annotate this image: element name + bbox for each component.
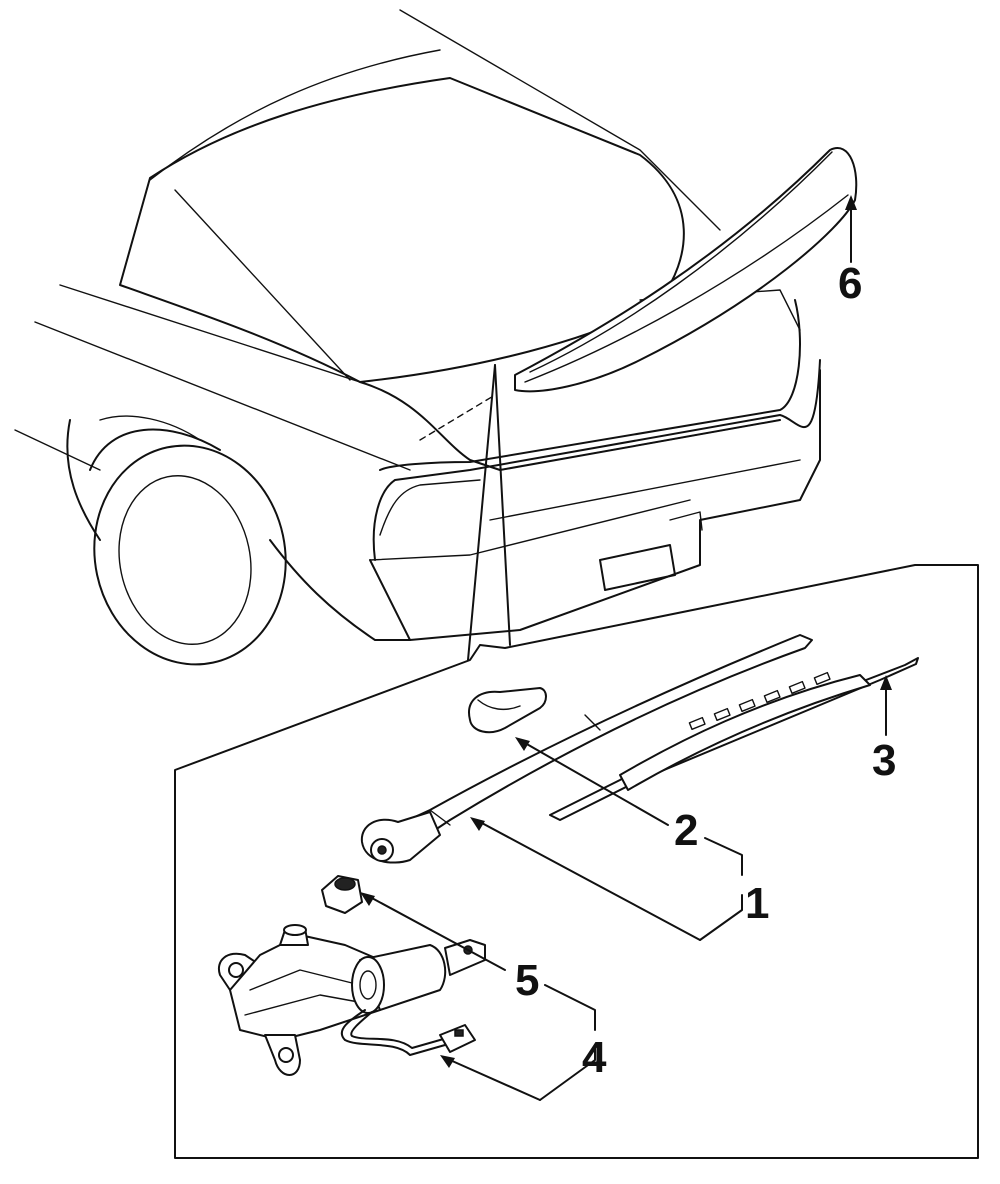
callout-4: 4: [582, 1033, 607, 1082]
wiper-blade: [549, 657, 919, 821]
quarter-panel: [66, 419, 101, 541]
pivot-nut: [321, 875, 363, 914]
wiper-arm-cap: [468, 687, 547, 734]
callout-labels: 6 3 2 1 5 4: [515, 259, 896, 1082]
car-rear-body: [14, 9, 821, 666]
wiper-motor: [217, 924, 486, 1076]
rear-spoiler: [514, 147, 858, 393]
license-plate-area: [599, 544, 676, 591]
tail-light-panel: [379, 299, 801, 471]
rear-wheel: [89, 428, 287, 666]
callout-1: 1: [745, 879, 769, 928]
callout-5: 5: [515, 956, 539, 1005]
trunk-lid: [359, 381, 781, 471]
detail-inset-frame: [174, 364, 979, 1159]
leader-lines: [360, 195, 892, 1101]
callout-2: 2: [674, 806, 698, 855]
callout-3: 3: [872, 736, 896, 785]
wiper-arm: [360, 634, 813, 864]
rear-bumper: [369, 369, 821, 641]
callout-6: 6: [838, 259, 862, 308]
